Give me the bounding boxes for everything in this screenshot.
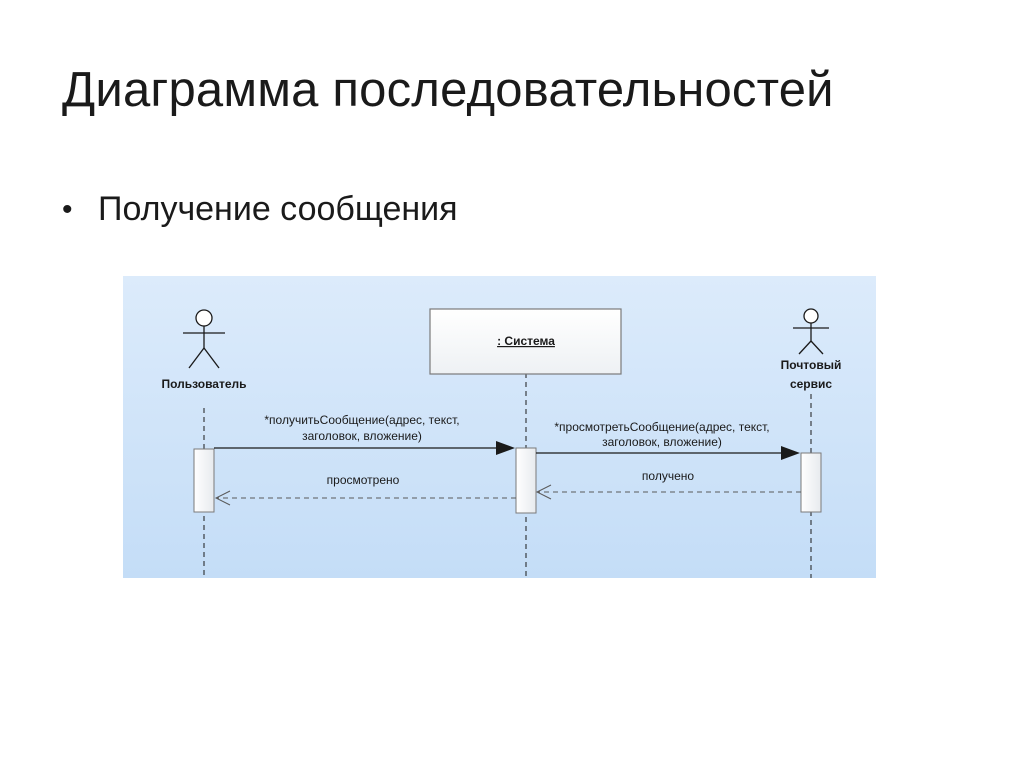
participant-label-mail-service-line1: Почтовый — [781, 358, 842, 372]
activation-bar-user — [193, 448, 215, 513]
message-label-1-line2: заголовок, вложение) — [302, 429, 422, 443]
bullet-item: • Получение сообщения — [62, 190, 458, 229]
participant-label-mail-service-line2: сервис — [790, 377, 832, 391]
message-arrow-3-head — [535, 484, 552, 500]
activation-bar-mail-service — [800, 452, 822, 513]
message-label-2-line1: *просмотретьСообщение(адрес, текст, — [554, 420, 769, 434]
activation-bar-system — [515, 447, 537, 514]
slide-title: Диаграмма последовательностей — [62, 63, 834, 117]
sequence-diagram: Пользователь : Система Почтовый сервис *… — [123, 276, 876, 578]
message-label-3: получено — [642, 469, 694, 483]
message-arrow-2-head — [781, 446, 800, 460]
message-label-1-line1: *получитьСообщение(адрес, текст, — [264, 413, 459, 427]
sequence-diagram-canvas: Пользователь : Система Почтовый сервис *… — [123, 276, 876, 578]
message-label-2-line2: заголовок, вложение) — [602, 435, 722, 449]
participant-box-system — [429, 308, 622, 375]
actor-mail-service-icon — [793, 308, 829, 355]
message-arrow-1-head — [496, 441, 515, 455]
bullet-dot: • — [62, 192, 73, 226]
bullet-text: Получение сообщения — [98, 190, 458, 228]
message-arrow-4-head — [214, 490, 231, 506]
participant-label-user: Пользователь — [161, 377, 246, 391]
actor-user-icon — [183, 309, 225, 369]
message-label-4: просмотрено — [327, 473, 400, 487]
participant-label-system: : Система — [497, 334, 555, 348]
